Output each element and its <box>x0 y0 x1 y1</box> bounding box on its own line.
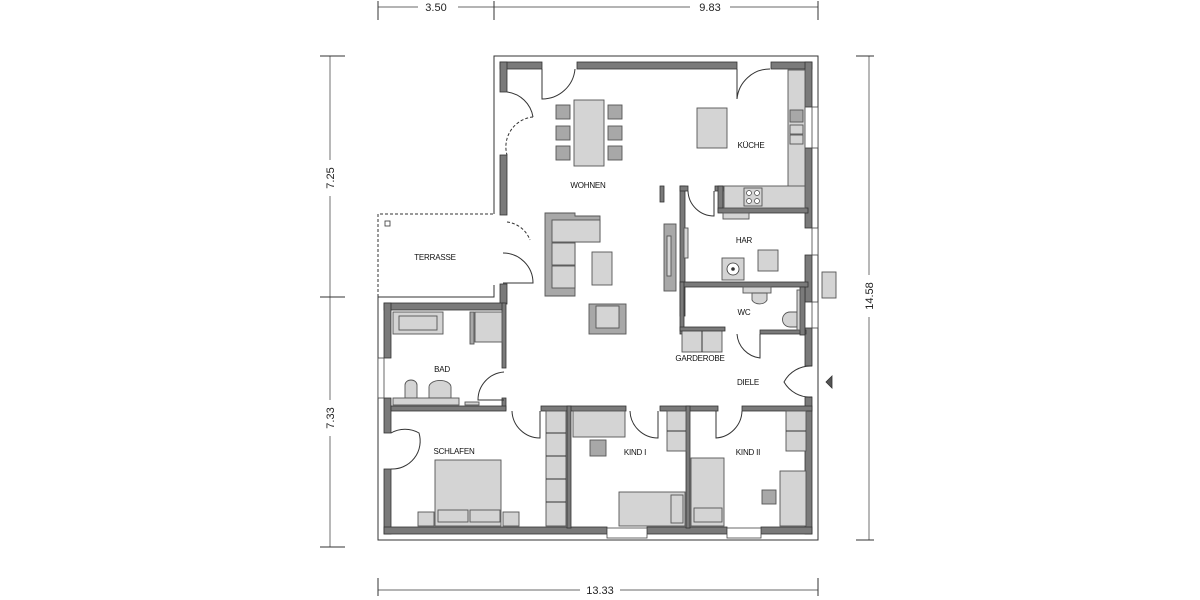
furniture-wc: WC <box>738 286 801 331</box>
room-label-kind2: KIND II <box>736 448 760 457</box>
furniture-kueche: KÜCHE <box>696 69 806 209</box>
dim-right-total: 14.58 <box>864 282 876 310</box>
entrance-arrow-icon <box>825 375 833 389</box>
dim-top-right: 9.83 <box>699 2 720 14</box>
room-label-wc: WC <box>738 308 751 317</box>
dim-top-left: 3.50 <box>425 2 446 14</box>
room-label-kueche: KÜCHE <box>737 141 764 150</box>
dimension-bottom: 13.33 <box>377 578 819 598</box>
dimension-top: 3.50 9.83 <box>377 0 819 20</box>
dimension-left: 7.25 7.33 <box>320 55 345 548</box>
furniture-har: HAR <box>683 212 779 281</box>
doors <box>390 68 813 470</box>
room-label-diele: DIELE <box>737 378 759 387</box>
outer-walls <box>377 55 833 541</box>
exterior-fixture <box>821 271 837 299</box>
room-label-terrasse: TERRASSE <box>414 253 456 262</box>
room-label-kind1: KIND I <box>624 448 646 457</box>
room-label-bad: BAD <box>434 365 450 374</box>
terrace: TERRASSE <box>377 213 494 298</box>
room-label-schlafen: SCHLAFEN <box>433 447 474 456</box>
furniture-schlafen: SCHLAFEN <box>417 410 567 527</box>
furniture-kind1: KIND I <box>572 410 687 527</box>
furniture-bad: BAD <box>392 311 503 406</box>
furniture-wohnen: WOHNEN <box>544 99 677 335</box>
furniture-garderobe: GARDEROBE DIELE <box>675 326 759 387</box>
furniture-kind2: KIND II <box>690 410 807 527</box>
room-label-garderobe: GARDEROBE <box>675 354 724 363</box>
dim-bottom-total: 13.33 <box>586 585 614 597</box>
dimension-right: 14.58 <box>856 55 877 541</box>
dim-left-lower: 7.33 <box>325 407 337 428</box>
room-label-har: HAR <box>736 236 753 245</box>
dim-left-upper: 7.25 <box>325 167 337 188</box>
room-label-wohnen: WOHNEN <box>570 181 606 190</box>
